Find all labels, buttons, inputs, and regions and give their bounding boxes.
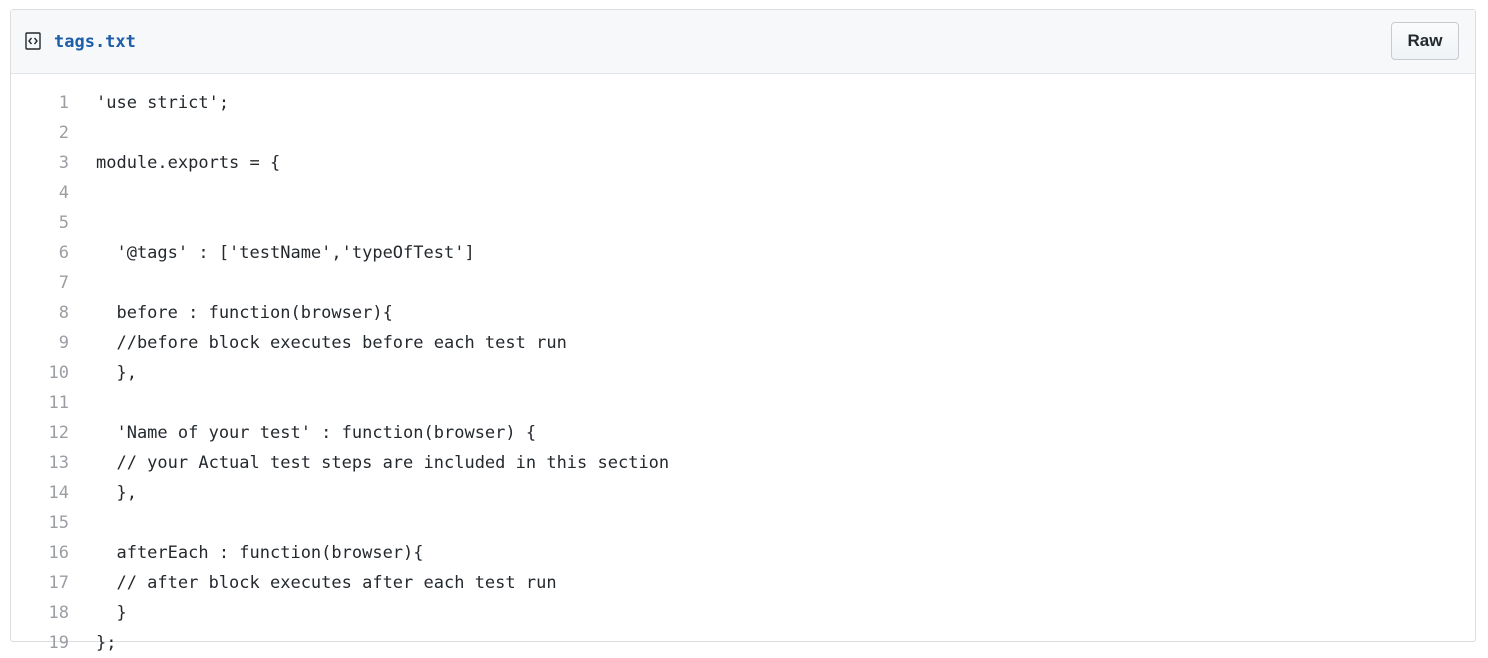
line-code: '@tags' : ['testName','typeOfTest'] [96, 243, 475, 263]
line-number[interactable]: 17 [48, 573, 69, 593]
code-line: 7 [11, 268, 1475, 298]
code-line: 17 // after block executes after each te… [11, 568, 1475, 598]
code-line: 10 }, [11, 358, 1475, 388]
line-code: afterEach : function(browser){ [96, 543, 424, 563]
code-file-icon [25, 32, 41, 50]
line-code: 'use strict'; [96, 93, 230, 113]
code-line: 13 // your Actual test steps are include… [11, 448, 1475, 478]
code-line: 9 //before block executes before each te… [11, 328, 1475, 358]
line-number[interactable]: 2 [58, 123, 69, 143]
line-code: } [96, 603, 127, 623]
line-code: //before block executes before each test… [96, 333, 567, 353]
line-code: 'Name of your test' : function(browser) … [96, 423, 537, 443]
line-number[interactable]: 8 [58, 303, 69, 323]
line-number[interactable]: 14 [48, 483, 69, 503]
code-line: 4 [11, 178, 1475, 208]
line-number[interactable]: 10 [48, 363, 69, 383]
code-line: 19}; [11, 628, 1475, 658]
line-code [69, 268, 96, 298]
line-number[interactable]: 7 [58, 273, 69, 293]
file-viewer: tags.txt Raw 1 'use strict'; 2 3 module.ex… [10, 9, 1476, 653]
line-number[interactable]: 1 [58, 93, 69, 113]
code-line: 18 } [11, 598, 1475, 628]
line-number[interactable]: 18 [48, 603, 69, 623]
line-code: }, [96, 483, 137, 503]
line-number[interactable]: 9 [58, 333, 69, 353]
code-line: 16 afterEach : function(browser){ [11, 538, 1475, 568]
code-line: 14 }, [11, 478, 1475, 508]
line-code: // after block executes after each test … [96, 573, 557, 593]
file-header: tags.txt Raw [11, 10, 1475, 74]
line-number[interactable]: 5 [58, 213, 69, 233]
line-code: module.exports = { [96, 153, 281, 173]
line-number[interactable]: 12 [48, 423, 69, 443]
line-number[interactable]: 15 [48, 513, 69, 533]
line-number[interactable]: 11 [48, 393, 69, 413]
code-line: 1 'use strict'; [11, 88, 1475, 118]
line-number[interactable]: 13 [48, 453, 69, 473]
line-number[interactable]: 19 [48, 633, 69, 653]
file-name-link[interactable]: tags.txt [54, 32, 136, 52]
line-code [69, 208, 96, 238]
line-code: }; [96, 633, 117, 653]
line-code [69, 508, 96, 538]
line-code: }, [96, 363, 137, 383]
line-number[interactable]: 16 [48, 543, 69, 563]
line-code [69, 178, 96, 208]
line-code: // your Actual test steps are included i… [96, 453, 670, 473]
line-code [69, 388, 96, 418]
line-code [69, 118, 96, 148]
line-number[interactable]: 4 [58, 183, 69, 203]
code-line: 5 [11, 208, 1475, 238]
code-area: 1 'use strict'; 2 3 module.exports = { 4 5… [11, 74, 1475, 658]
code-line: 3 module.exports = { [11, 148, 1475, 178]
line-number[interactable]: 3 [58, 153, 69, 173]
code-line: 15 [11, 508, 1475, 538]
code-line: 8 before : function(browser){ [11, 298, 1475, 328]
code-line: 11 [11, 388, 1475, 418]
line-code: before : function(browser){ [96, 303, 393, 323]
code-line: 6 '@tags' : ['testName','typeOfTest'] [11, 238, 1475, 268]
raw-button[interactable]: Raw [1391, 22, 1459, 60]
code-line: 12 'Name of your test' : function(browse… [11, 418, 1475, 448]
line-number[interactable]: 6 [58, 243, 69, 263]
code-line: 2 [11, 118, 1475, 148]
